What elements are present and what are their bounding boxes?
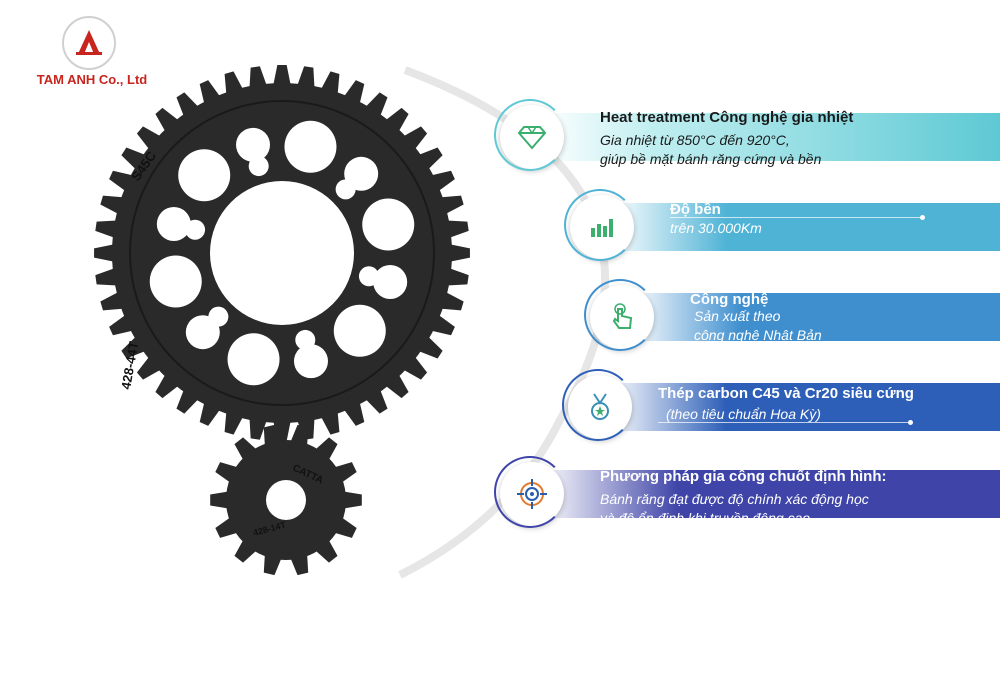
bolt-hole [335,179,356,200]
feature-title: Độ bền [670,201,721,218]
lightening-hole [333,304,386,357]
small-sprocket-tooth [341,491,362,509]
bolt-hole [295,329,316,350]
feature-description-line: giúp bề mặt bánh răng cứng và bền [600,151,822,167]
feature-divider-line [670,217,920,218]
lightening-hole [149,255,202,308]
sprocket-tooth [401,354,428,380]
sprocket-tooth [383,107,409,134]
feature-band [608,383,1000,431]
bolt-hole [358,266,379,287]
lightening-hole [373,264,408,299]
diamond-badge [494,99,566,171]
sprocket-tooth [155,372,181,399]
feature-band [610,203,1000,251]
badge-ring [584,279,656,351]
large-sprocket: S45C 428-44T [94,65,470,441]
feature-description-line: Sản xuất theo [694,308,781,324]
feature-divider-line [690,343,940,344]
lightening-hole [362,198,415,251]
small-sprocket-tooth [210,491,231,509]
sprocket-tooth [136,126,163,152]
company-name: TAM ANH Co., Ltd [36,72,148,87]
badge-ring [562,369,634,441]
feature-row: Phương pháp gia công chuốt định hình: Bán… [494,456,1000,529]
sprocket-tooth [94,243,117,263]
lightening-hole [227,333,280,386]
feature-title: Heat treatment Công nghệ gia nhiệt [600,109,854,126]
feature-divider-dot [940,341,945,346]
feature-band [630,293,1000,341]
feature-divider-dot [920,215,925,220]
feature-divider-line [658,422,908,423]
bolt-hole [208,306,229,327]
sprocket-tooth [383,372,409,399]
feature-description-line: công nghệ Nhật Bản [694,327,822,343]
small-sprocket-tooth [234,437,259,463]
badge-ring [564,189,636,261]
target-badge [494,456,566,528]
logo-emblem [62,16,116,70]
feature-divider-line [600,526,850,527]
bolt-hole [185,219,206,240]
bar-chart-badge [564,189,636,261]
sprocket-tooth [155,107,181,134]
touch-badge [584,279,656,351]
feature-divider-line [600,167,850,168]
small-sprocket: CATTA 428-14T [210,424,362,576]
feature-divider-dot [908,420,913,425]
lightening-hole [236,127,271,162]
logo-triangle-icon [76,30,102,55]
medal-badge [562,369,634,441]
feature-description-line: và độ ổn định khi truyền động cao [600,510,811,526]
sprocket-tooth [447,243,470,263]
feature-title: Phương pháp gia công chuốt định hình: [600,468,887,485]
feature-band [540,470,1000,518]
badge-ring [494,99,566,171]
feature-title: Công nghệ [690,291,769,308]
lightening-hole [293,344,328,379]
lightening-hole [284,120,337,173]
feature-band [540,113,1000,161]
sprocket-tooth [401,126,428,152]
small-sprocket-tooth [313,437,338,463]
lightening-hole [156,207,191,242]
feature-divider-dot [850,524,855,529]
small-center-hole [266,480,306,520]
sprocket-tooth [136,354,163,380]
feature-row: Độ bền trên 30.000Km [564,189,1000,261]
feature-divider-dot [850,165,855,170]
bolt-hole [248,156,269,177]
badge-ring [494,456,566,528]
feature-description-line: trên 30.000Km [670,220,762,236]
feature-description-line: Bánh răng đạt được độ chính xác động học [600,491,869,507]
feature-description-line: Gia nhiệt từ 850°C đến 920°C, [600,132,790,148]
feature-description-line: (theo tiêu chuẩn Hoa Kỳ) [666,406,821,422]
feature-title: Thép carbon C45 và Cr20 siêu cứng [658,385,914,402]
feature-row: Thép carbon C45 và Cr20 siêu cứng (theo t… [562,369,1000,441]
small-sprocket-tooth [234,537,259,563]
small-sprocket-tooth [313,537,338,563]
center-hole [210,181,354,325]
lightening-hole [178,149,231,202]
company-logo: TAM ANH Co., Ltd [22,14,162,94]
sprocket-tooth [272,65,292,88]
